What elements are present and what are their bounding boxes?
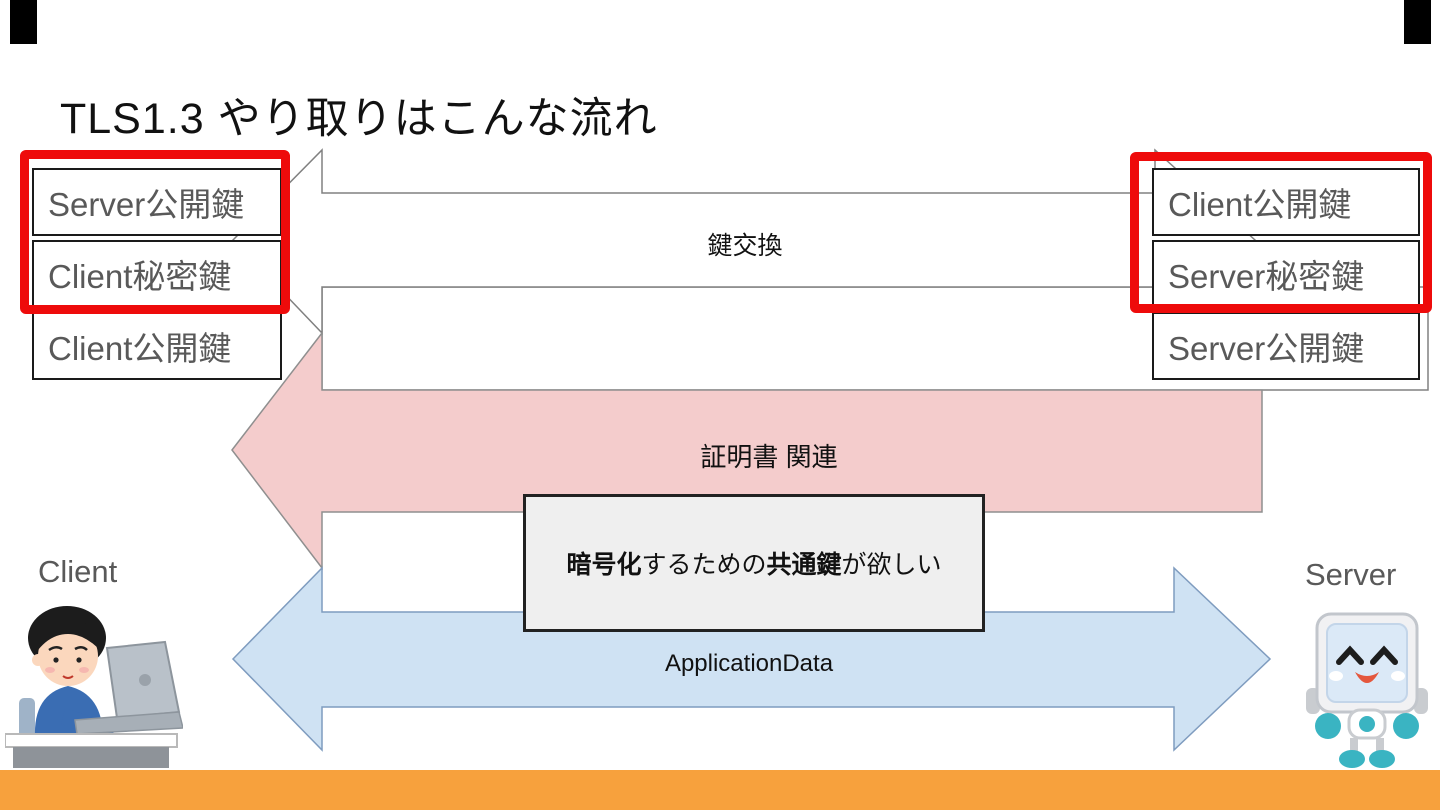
server-label: Server [1305,557,1397,592]
certificate-label: 証明書 関連 [700,442,838,472]
robot-eye-left [1336,645,1364,665]
key-exchange-label: 鍵交換 [707,232,783,260]
mouth [62,675,74,679]
right-key-server-private: Server秘密鍵 [1152,240,1420,308]
robot-leg-right [1376,738,1384,754]
note-text-1: するための [641,551,767,579]
chair [19,698,35,742]
hair-fringe [38,620,98,650]
eye-left [53,657,59,663]
robot-shoulder-right [1393,713,1419,739]
robot-leg-left [1350,738,1358,754]
left-highlight-frame [20,150,290,314]
robot-screen [1326,623,1408,703]
desk-front [13,747,169,768]
robot-foot-left [1339,750,1365,768]
robot-illustration [1306,612,1428,768]
robot-shoulder-left [1315,713,1341,739]
eyebrow-right [74,646,88,651]
right-key-client-public: Client公開鍵 [1152,168,1420,236]
robot-core [1359,716,1375,732]
laptop-logo [139,674,151,686]
right-highlight-frame [1130,152,1432,313]
robot-cheek-right [1391,671,1405,681]
note-bold-encrypt: 暗号化 [566,551,642,579]
blush-left [45,667,55,673]
note-text-2: が欲しい [841,551,942,579]
robot-cheek-left [1329,671,1343,681]
note-bold-shared-key: 共通鍵 [766,551,842,579]
person-at-laptop-illustration [5,606,183,768]
eye-right [76,657,82,663]
corner-bar-right [1404,0,1431,44]
desk-top [5,733,178,748]
left-key-server-public: Server公開鍵 [32,168,282,236]
eyebrow-left [48,646,63,652]
corner-bar-left [10,0,37,44]
robot-eye-right [1370,645,1398,665]
client-label: Client [38,554,118,589]
application-data-label: ApplicationData [664,650,834,677]
shared-key-note: 暗号化 するための 共通鍵 が欲しい [523,494,985,632]
robot-mouth [1355,672,1379,683]
application-data-arrow [231,566,1272,752]
blush-right [79,667,89,673]
ear [32,654,44,666]
left-key-client-public: Client公開鍵 [32,312,282,380]
slide-title: TLS1.3 やり取りはこんな流れ [60,95,658,143]
robot-foot-right [1369,750,1395,768]
right-key-server-public: Server公開鍵 [1152,312,1420,380]
footer-accent-bar [0,770,1440,810]
certificate-arrow [231,330,1263,571]
laptop-base [74,711,183,735]
